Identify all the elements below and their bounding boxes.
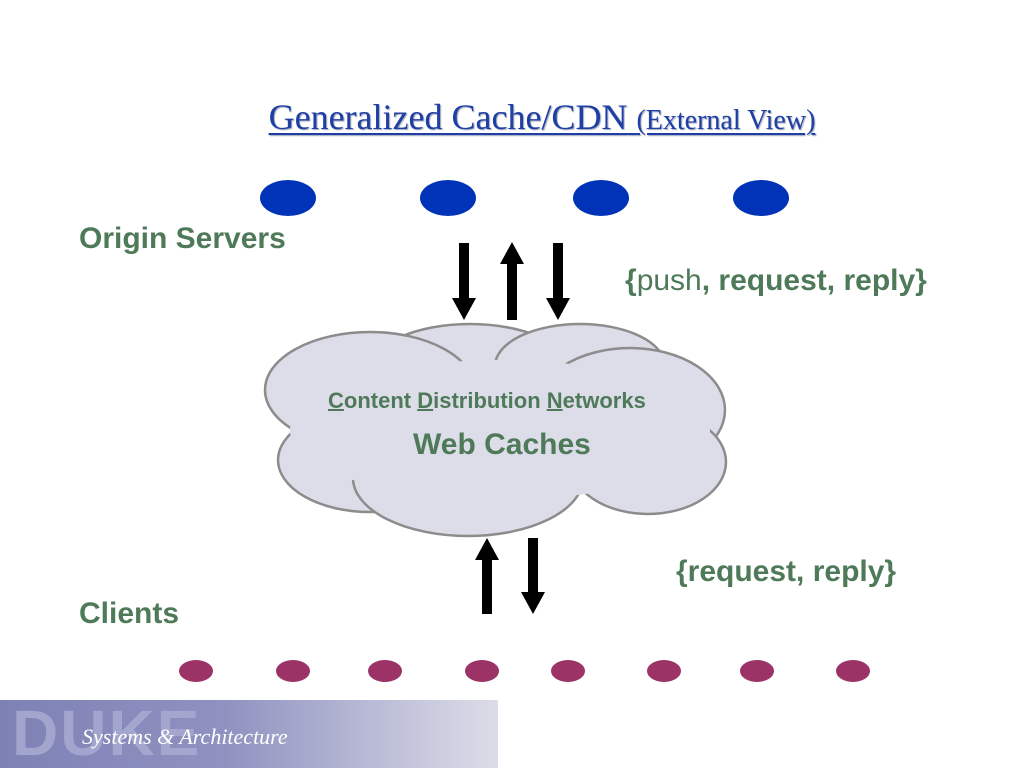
client-node bbox=[276, 660, 310, 682]
cloud-label-web-caches: Web Caches bbox=[413, 428, 591, 461]
cdn-cloud bbox=[263, 322, 728, 538]
upper-arrows bbox=[452, 242, 570, 320]
clients-label: Clients bbox=[79, 597, 180, 630]
arrow-down-icon bbox=[521, 538, 545, 614]
cdn-word-content: ontent bbox=[343, 388, 418, 413]
origin-server-nodes bbox=[260, 180, 789, 216]
arrow-down-icon bbox=[452, 243, 476, 320]
client-nodes bbox=[179, 660, 870, 682]
footer-banner: DUKE Systems & Architecture bbox=[0, 697, 498, 769]
upper-operations-label: {push, request, reply} bbox=[625, 264, 927, 298]
lower-arrows bbox=[475, 538, 545, 614]
cdn-initial-d: D bbox=[417, 388, 434, 413]
origin-servers-label: Origin Servers bbox=[79, 222, 286, 255]
footer-tagline: Systems & Architecture bbox=[82, 724, 288, 749]
origin-server-node bbox=[573, 180, 629, 216]
client-node bbox=[465, 660, 499, 682]
cdn-word-distribution: istribution bbox=[433, 388, 547, 413]
client-node bbox=[647, 660, 681, 682]
title-sub: (External View) bbox=[636, 105, 816, 136]
client-node bbox=[836, 660, 870, 682]
duke-logo: DUKE bbox=[12, 697, 202, 769]
origin-server-node bbox=[733, 180, 789, 216]
cdn-initial-n: N bbox=[546, 388, 563, 413]
client-node bbox=[740, 660, 774, 682]
cdn-word-networks: etworks bbox=[562, 388, 646, 413]
client-node bbox=[368, 660, 402, 682]
client-node bbox=[179, 660, 213, 682]
origin-server-node bbox=[420, 180, 476, 216]
cdn-initial-c: C bbox=[328, 388, 344, 413]
client-node bbox=[551, 660, 585, 682]
upper-ops-push: push bbox=[636, 264, 702, 297]
slide-title: Generalized Cache/CDN (External View) bbox=[0, 96, 1024, 138]
lower-operations-label: {request, reply} bbox=[676, 555, 897, 588]
cloud-label-cdn: Content Distribution Networks bbox=[328, 388, 646, 414]
arrow-up-icon bbox=[475, 538, 499, 614]
arrow-down-icon bbox=[546, 243, 570, 320]
arrow-up-icon bbox=[500, 242, 524, 320]
upper-ops-rest: , request, reply} bbox=[701, 264, 927, 297]
title-main: Generalized Cache/CDN bbox=[268, 97, 628, 137]
cloud-center bbox=[290, 360, 710, 500]
upper-ops-open-brace: { bbox=[625, 264, 637, 297]
origin-server-node bbox=[260, 180, 316, 216]
